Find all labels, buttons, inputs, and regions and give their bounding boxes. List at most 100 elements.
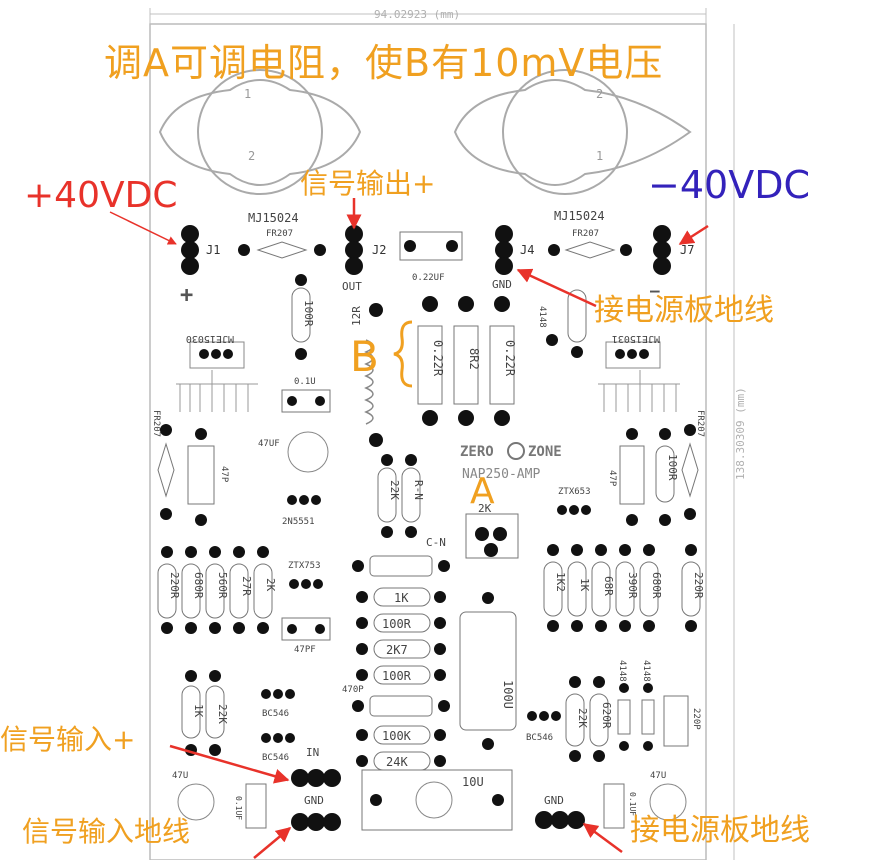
arrow-signal-in — [169, 744, 290, 784]
svg-text:1K2: 1K2 — [554, 572, 567, 592]
svg-text:100K: 100K — [382, 729, 412, 743]
signal-in-label: 信号输入+ — [0, 723, 136, 756]
svg-text:47P: 47P — [607, 470, 617, 487]
svg-text:BC546: BC546 — [262, 709, 289, 719]
svg-text:MJ15024: MJ15024 — [554, 209, 605, 223]
svg-text:22K: 22K — [216, 704, 229, 724]
svg-text:680R: 680R — [192, 572, 205, 599]
resistor-bank-right — [543, 544, 701, 632]
svg-text:0.1UF: 0.1UF — [628, 792, 637, 816]
svg-text:BC546: BC546 — [526, 733, 553, 743]
arrow-ground-top — [516, 268, 597, 308]
diode-4148-left — [617, 699, 631, 735]
svg-text:560R: 560R — [216, 572, 229, 599]
transistor-bc546-left-bottom — [261, 733, 295, 743]
svg-text:IN: IN — [306, 746, 319, 759]
svg-text:220R: 220R — [692, 572, 705, 599]
transistor-ztx753 — [289, 579, 323, 589]
resistor-22k-center — [377, 467, 397, 523]
minus-marker: — — [650, 281, 660, 300]
diode-4148-right — [641, 699, 655, 735]
capacitor-220p — [663, 695, 689, 747]
transistor-2n5551 — [287, 495, 321, 505]
svg-text:1: 1 — [596, 149, 603, 163]
resistor-rn — [401, 467, 421, 523]
resistor-ladder-center — [352, 555, 450, 771]
capacitor-47uf — [287, 431, 329, 473]
svg-text:2K: 2K — [264, 578, 277, 592]
capacitor-100u — [459, 611, 517, 731]
ground-bottom-label: 接电源板地线 — [630, 813, 810, 848]
capacitor-47u-left — [177, 783, 215, 821]
resistor-1k-lower — [181, 685, 201, 739]
svg-text:68R: 68R — [602, 576, 615, 596]
capacitor-47u-right — [649, 783, 687, 821]
svg-text:0.22UF: 0.22UF — [412, 273, 445, 283]
resistor-022r-right — [489, 296, 515, 426]
svg-text:47PF: 47PF — [294, 645, 316, 655]
resistor-22k-right — [565, 693, 585, 747]
brand-zone: ZONE — [528, 444, 562, 460]
svg-text:GND: GND — [304, 794, 324, 807]
svg-text:390R: 390R — [626, 572, 639, 599]
svg-text:2: 2 — [248, 149, 255, 163]
brand-logo-icon — [507, 442, 525, 460]
arrow-ground-bottom — [582, 822, 623, 854]
connector-input-ground — [291, 813, 341, 831]
resistor-022r-left — [417, 296, 443, 426]
svg-text:0.22R: 0.22R — [431, 340, 445, 377]
svg-text:MJE15031: MJE15031 — [612, 333, 660, 344]
width-dimension: 94.02923 (mm) — [374, 8, 460, 21]
svg-text:4148: 4148 — [641, 660, 651, 682]
svg-text:BC546: BC546 — [262, 753, 289, 763]
svg-text:24K: 24K — [386, 755, 408, 769]
height-dimension: 138.30309 (mm) — [734, 387, 747, 480]
svg-text:2K7: 2K7 — [386, 643, 408, 657]
svg-text:GND: GND — [492, 278, 512, 291]
capacitor-47p-right — [619, 445, 645, 505]
svg-text:C-N: C-N — [426, 536, 446, 549]
ground-top-label: 接电源板地线 — [594, 293, 774, 328]
svg-text:4148: 4148 — [617, 660, 627, 682]
transistor-bc546-left-top — [261, 689, 295, 699]
svg-text:FR207: FR207 — [151, 410, 161, 437]
svg-text:22K: 22K — [576, 708, 589, 728]
resistor-620r — [589, 693, 609, 747]
svg-text:27R: 27R — [240, 576, 253, 596]
point-a-label: A — [470, 471, 495, 512]
driver-transistor-left — [176, 341, 258, 412]
svg-text:GND: GND — [544, 794, 564, 807]
trimmer-2k — [465, 513, 519, 559]
diode-fr207-right — [548, 241, 632, 259]
capacitor-01u — [281, 389, 331, 413]
capacitor-47p-left — [187, 445, 215, 505]
resistor-22k-lower — [205, 685, 225, 739]
resistor-100r-right — [567, 289, 587, 343]
svg-text:620R: 620R — [600, 702, 613, 729]
svg-text:47UF: 47UF — [258, 439, 280, 449]
pos-supply-label: +40VDC — [24, 175, 178, 216]
svg-text:10U: 10U — [462, 775, 484, 789]
svg-text:100R: 100R — [302, 300, 315, 327]
svg-text:ZTX753: ZTX753 — [288, 561, 321, 571]
bracket-b — [393, 320, 413, 388]
neg-supply-label: −40VDC — [648, 163, 810, 207]
connector-j1 — [181, 225, 199, 275]
svg-text:220R: 220R — [168, 572, 181, 599]
svg-text:100R: 100R — [666, 454, 679, 481]
svg-text:1K: 1K — [394, 591, 409, 605]
capacitor-10u — [361, 769, 513, 831]
svg-text:2N5551: 2N5551 — [282, 517, 315, 527]
arrow-signal-in-ground — [253, 827, 292, 859]
connector-j4 — [495, 225, 513, 275]
connector-j7 — [653, 225, 671, 275]
svg-text:47U: 47U — [650, 771, 666, 781]
svg-text:680R: 680R — [650, 572, 663, 599]
inductor-coil — [364, 339, 374, 425]
svg-text:100U: 100U — [501, 680, 515, 709]
svg-text:J7: J7 — [680, 243, 694, 257]
capacitor-47pf — [281, 617, 331, 641]
resistor-8r2 — [453, 296, 479, 426]
